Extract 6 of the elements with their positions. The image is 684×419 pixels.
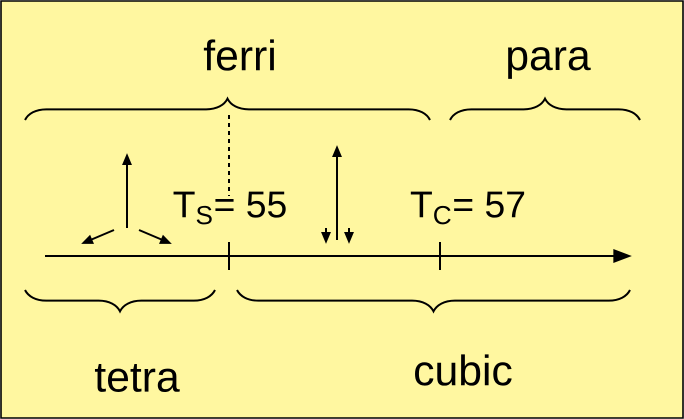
temperature-label: T$_{C}$= 57: [410, 192, 524, 224]
structure-label: tetra: [94, 364, 180, 392]
phase-label: para: [508, 47, 591, 79]
temperature-label: T$_{S}$= 55: [174, 192, 286, 224]
structure-label: cubic: [415, 354, 512, 386]
phase-label: ferri: [204, 39, 274, 71]
